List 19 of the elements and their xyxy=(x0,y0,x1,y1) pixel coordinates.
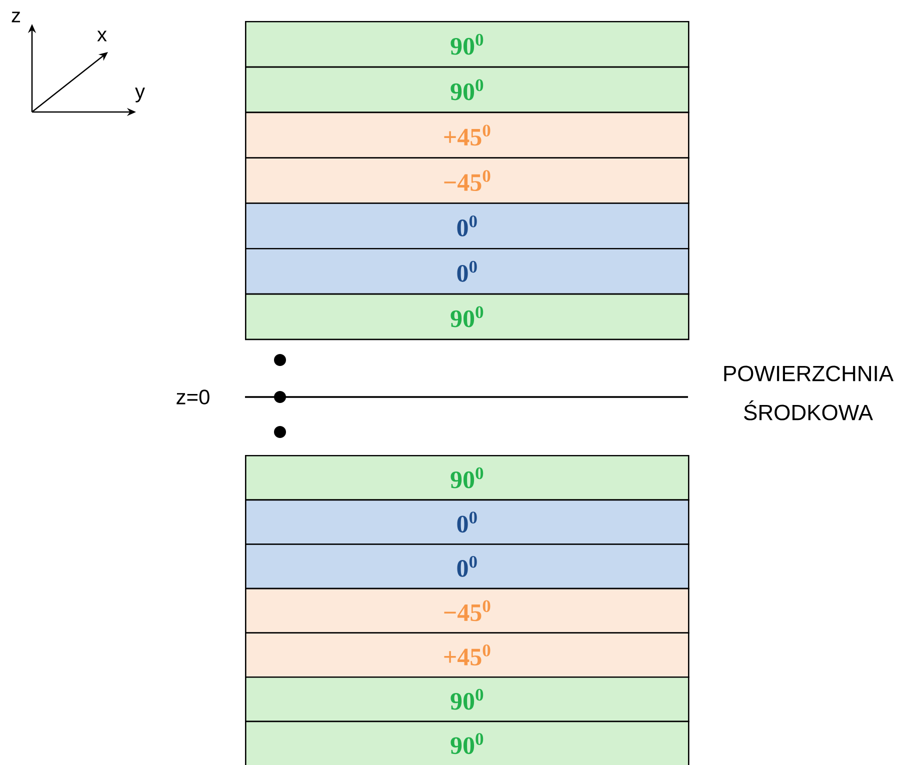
layer-box: +45$^{0}$ xyxy=(245,632,690,678)
plane-label: POWIERZCHNIA ŚRODKOWA xyxy=(724,366,894,420)
layer-box: 90$^{0}$ xyxy=(245,21,690,68)
axis-label: x xyxy=(97,30,107,42)
axis-label: z xyxy=(12,12,20,22)
layer-box: 0$^{0}$ xyxy=(245,248,690,295)
layer-box: 0$^{0}$ xyxy=(245,202,690,250)
layer-box: 0$^{0}$ xyxy=(245,499,690,545)
layer-box: 0$^{0}$ xyxy=(245,544,690,590)
layer-box: 90$^{0}$ xyxy=(245,455,690,501)
layer-box: 90$^{0}$ xyxy=(245,293,690,340)
layer-box: +45$^{0}$ xyxy=(245,112,690,158)
layer-box: −45$^{0}$ xyxy=(245,157,690,204)
layer-box: 90$^{0}$ xyxy=(245,720,690,765)
plane-label: z=0 xyxy=(176,390,210,404)
layer-box: 90$^{0}$ xyxy=(245,66,690,114)
axis-label: y xyxy=(135,88,145,102)
layer-box: 90$^{0}$ xyxy=(245,676,690,722)
layer-box: −45$^{0}$ xyxy=(245,588,690,634)
